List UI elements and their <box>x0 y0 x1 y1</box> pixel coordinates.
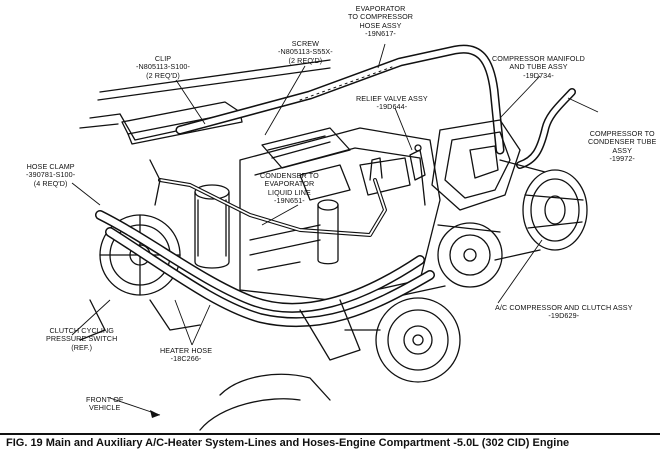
label-compressor-condenser: COMPRESSOR TO CONDENSER TUBE ASSY -19972… <box>588 129 657 164</box>
engine-block <box>239 127 441 301</box>
label-ac-compressor: A/C COMPRESSOR AND CLUTCH ASSY -19D629- <box>495 303 633 321</box>
engine-details <box>149 157 383 361</box>
label-screw: SCREW -N805113-S55X- (2 REQ'D) <box>278 39 333 65</box>
caption-rule <box>0 433 660 435</box>
label-evaporator-hose: EVAPORATOR TO COMPRESSOR HOSE ASSY -19N6… <box>348 4 414 39</box>
heater-hose-shape <box>95 210 435 328</box>
relief-valve-shape <box>409 144 426 181</box>
lower-pulleys <box>375 222 503 383</box>
label-front-vehicle: FRONT OF VEHICLE <box>86 395 124 413</box>
figure-caption: FIG. 19 Main and Auxiliary A/C-Heater Sy… <box>6 437 570 449</box>
evaporator-hose-shape <box>175 44 505 155</box>
label-compressor-manifold: COMPRESSOR MANIFOLD AND TUBE ASSY -19D73… <box>492 54 585 80</box>
manifold-block <box>431 119 521 211</box>
arrow-heads <box>150 410 160 418</box>
filter-canister <box>194 184 230 269</box>
condenser-tube-shape <box>516 88 576 169</box>
leader-lines <box>71 43 599 416</box>
ac-compressor-pulley <box>494 159 588 261</box>
label-clutch-switch: CLUTCH CYCLING PRESSURE SWITCH (REF.) <box>46 326 118 352</box>
accumulator <box>317 199 339 265</box>
label-condenser-liquid: CONDENSER TO EVAPORATOR LIQUID LINE -19N… <box>260 171 319 206</box>
lower-pipe <box>79 299 331 431</box>
label-relief-valve: RELIEF VALVE ASSY -19D644- <box>356 94 428 112</box>
liquid-line-shape <box>149 159 387 237</box>
label-hose-clamp: HOSE CLAMP -390781-S100- (4 REQ'D) <box>26 162 76 188</box>
clip-rail <box>121 101 243 145</box>
label-clip: CLIP -N805113-S100- (2 REQ'D) <box>136 54 191 80</box>
label-heater-hose: HEATER HOSE -18C266- <box>160 346 213 364</box>
